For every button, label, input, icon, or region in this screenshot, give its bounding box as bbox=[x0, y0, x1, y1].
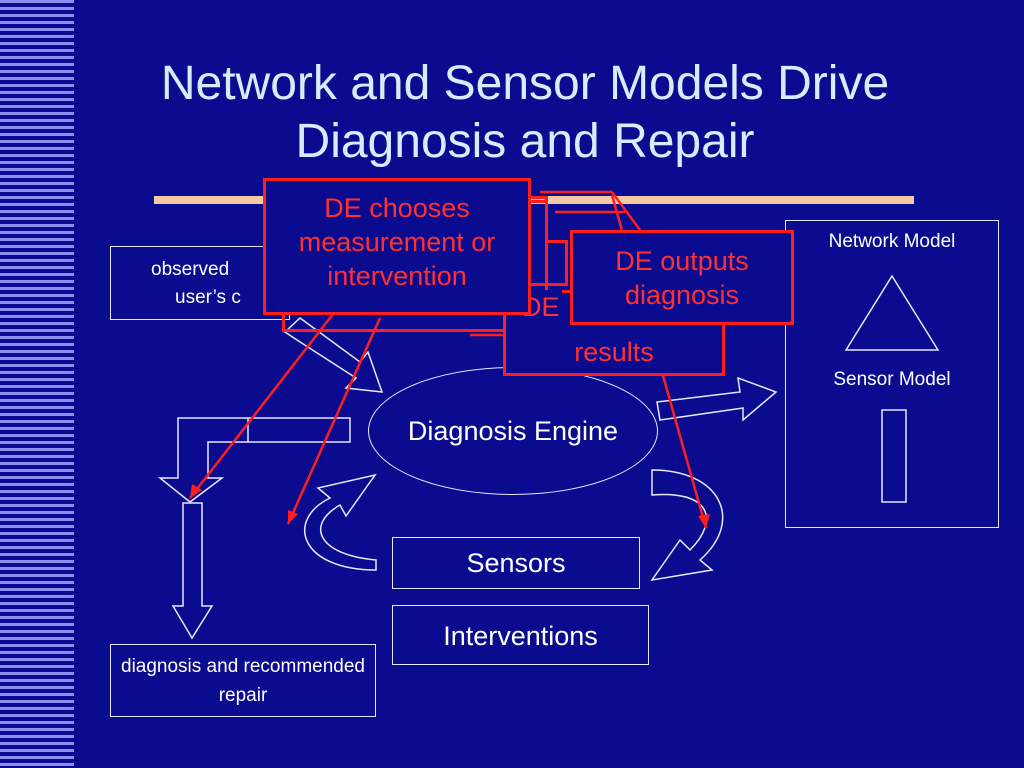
observed-behavior-box: observed user’s c bbox=[110, 246, 290, 320]
title-line-2: Diagnosis and Repair bbox=[295, 115, 755, 168]
sensor-model-rect bbox=[881, 409, 907, 503]
model-panel: Network Model Sensor Model bbox=[785, 220, 999, 528]
ghost-callout-2 bbox=[528, 196, 548, 286]
interventions-box: Interventions bbox=[392, 605, 649, 665]
callout-de-partial: DE bbox=[520, 290, 562, 324]
ghost-callout-3 bbox=[548, 240, 568, 286]
callout-de-outputs-label: DE outputs diagnosis bbox=[615, 246, 749, 310]
observed-line-2: user’s c bbox=[175, 287, 241, 308]
interventions-label: Interventions bbox=[443, 621, 598, 651]
callout-de-chooses: DE chooses measurement or intervention bbox=[263, 178, 531, 315]
diagnosis-output-label: diagnosis and recommended repair bbox=[121, 656, 365, 706]
curved-arrow-right bbox=[650, 469, 724, 582]
network-model-label: Network Model bbox=[828, 231, 956, 252]
sensor-model-label: Sensor Model bbox=[833, 369, 951, 390]
callout-de-outputs: DE outputs diagnosis bbox=[570, 230, 794, 325]
curved-arrow-left bbox=[304, 473, 377, 571]
sensors-box: Sensors bbox=[392, 537, 640, 589]
diagnosis-engine-label: Diagnosis Engine bbox=[407, 416, 619, 446]
slide-title: Network and Sensor Models Drive Diagnosi… bbox=[90, 55, 960, 171]
network-model-triangle bbox=[844, 274, 940, 351]
callout-results-label: results bbox=[574, 337, 654, 367]
down-arrow bbox=[171, 502, 214, 640]
diagnosis-output-box: diagnosis and recommended repair bbox=[110, 644, 376, 717]
left-l-arrow bbox=[157, 417, 351, 503]
decorative-stripes bbox=[0, 0, 74, 768]
title-line-1: Network and Sensor Models Drive bbox=[160, 57, 890, 110]
sensors-label: Sensors bbox=[466, 548, 566, 578]
observed-line-1: observed bbox=[151, 259, 230, 280]
callout-de-chooses-label: DE chooses measurement or intervention bbox=[298, 193, 496, 291]
